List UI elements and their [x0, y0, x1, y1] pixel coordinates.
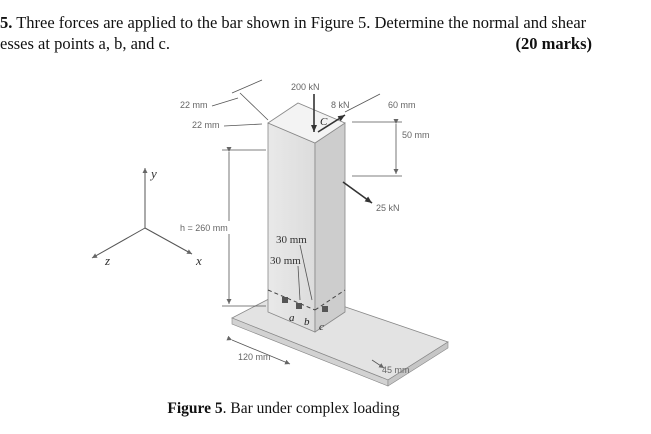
point-a-marker: [282, 297, 288, 303]
dim-thick1-leader: [211, 97, 239, 107]
point-top-label: C: [320, 116, 328, 128]
question-line-2: esses at points a, b, and c. (20 marks): [0, 33, 592, 54]
dim-spacing2-leader: [297, 265, 301, 301]
dim-base-depth-label: 45 mm: [382, 365, 410, 375]
question-marks: (20 marks): [515, 34, 592, 53]
force-side-label: 25 kN: [376, 203, 400, 213]
point-b-label: b: [304, 316, 310, 328]
dim-spacing1-label: 30 mm: [276, 234, 307, 246]
caption-text: . Bar under complex loading: [222, 400, 400, 417]
point-a-label: a: [289, 312, 295, 324]
question-text: 5. Three forces are applied to the bar s…: [0, 12, 592, 54]
coordinate-axes: y z x: [91, 166, 202, 268]
dim-height-label: h = 260 mm: [180, 223, 228, 233]
dim-thick2-leader: [223, 123, 263, 127]
axis-x-label: x: [195, 253, 202, 268]
dim-thick1-line: [231, 79, 263, 94]
base-side-face: [387, 341, 449, 387]
caption-label: Figure 5: [167, 400, 223, 417]
dim-width-line: [344, 93, 381, 113]
bar-body: [267, 102, 346, 333]
dim-width-label: 60 mm: [388, 100, 416, 110]
dim-base-depth-arrow: [371, 359, 385, 369]
section-line-side: [314, 289, 346, 311]
point-c-label: c: [319, 321, 324, 333]
point-b-marker: [296, 303, 302, 309]
dim-base-width-arrow: [226, 335, 291, 365]
question-line-1: 5. Three forces are applied to the bar s…: [0, 12, 592, 33]
dim-offset-label: 50 mm: [402, 130, 430, 140]
question-line-1-text: Three forces are applied to the bar show…: [12, 13, 587, 32]
dim-thick2-label: 22 mm: [192, 120, 220, 130]
force-shear-arrow: [317, 114, 346, 133]
question-number: 5.: [0, 13, 13, 32]
dim-spacing1-leader: [299, 244, 313, 301]
dim-height-bg: [178, 221, 262, 234]
dim-base-width-label: 120 mm: [238, 352, 271, 362]
dim-spacing2-label: 30 mm: [270, 255, 301, 267]
bar-side-face: [314, 122, 346, 333]
force-top-label: 200 kN: [291, 82, 320, 92]
section-line: [267, 289, 316, 311]
force-shear-label: 8 kN: [331, 100, 350, 110]
point-c-marker: [322, 306, 328, 312]
axis-z-label: z: [104, 253, 110, 268]
question-line-2-text: esses at points a, b, and c.: [0, 34, 171, 53]
dim-thick1-ext: [239, 92, 269, 121]
axis-y-label: y: [149, 166, 157, 181]
axis-z-line: [91, 227, 146, 259]
dim-thick1-label: 22 mm: [180, 100, 208, 110]
bar-top-face: [267, 102, 346, 144]
bar-front-face: [267, 122, 316, 333]
figure-caption: Figure 5. Bar under complex loading: [0, 400, 609, 418]
axis-x-line: [144, 227, 193, 255]
force-side-arrow: [342, 181, 373, 204]
